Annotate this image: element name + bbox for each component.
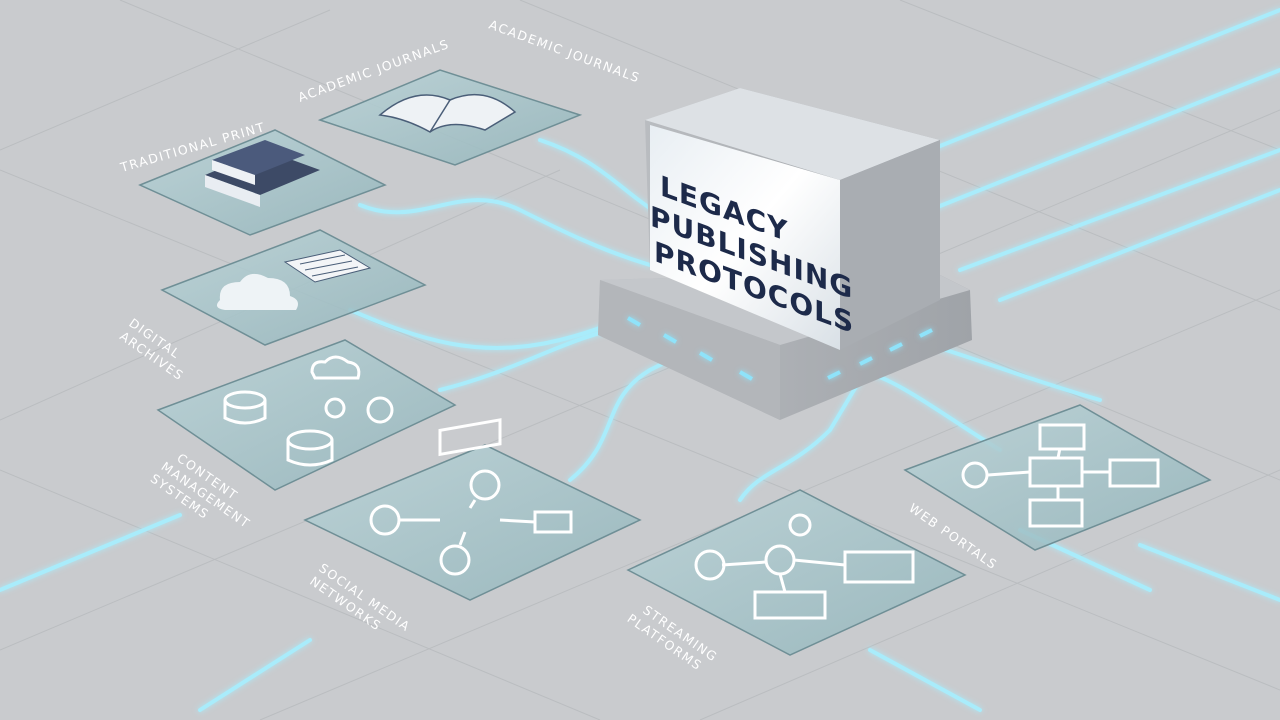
database-gears-icon xyxy=(223,355,394,467)
stacked-books-icon xyxy=(205,140,320,207)
academic-journals-node: ACADEMIC JOURNALS ACADEMIC JOURNALS xyxy=(296,17,642,166)
open-book-icon xyxy=(378,93,517,133)
academic-journals-label-right: ACADEMIC JOURNALS xyxy=(487,17,642,86)
connection-lines xyxy=(0,8,1280,712)
cloud-document-icon xyxy=(216,249,372,310)
video-player-icon xyxy=(694,513,915,620)
traditional-print-node: TRADITIONAL PRINT xyxy=(118,119,387,236)
legacy-protocols-hub: LEGACY PUBLISHING PROTOCOLS xyxy=(598,88,972,420)
user-network-icon xyxy=(369,418,573,576)
streaming-node: STREAMING PLATFORMS xyxy=(625,489,967,673)
web-window-icon xyxy=(961,423,1160,528)
digital-archives-label: DIGITAL ARCHIVES xyxy=(117,315,196,383)
social-media-node: SOCIAL MEDIA NETWORKS xyxy=(303,418,642,635)
content-management-node: CONTENT MANAGEMENT SYSTEMS xyxy=(148,339,457,531)
